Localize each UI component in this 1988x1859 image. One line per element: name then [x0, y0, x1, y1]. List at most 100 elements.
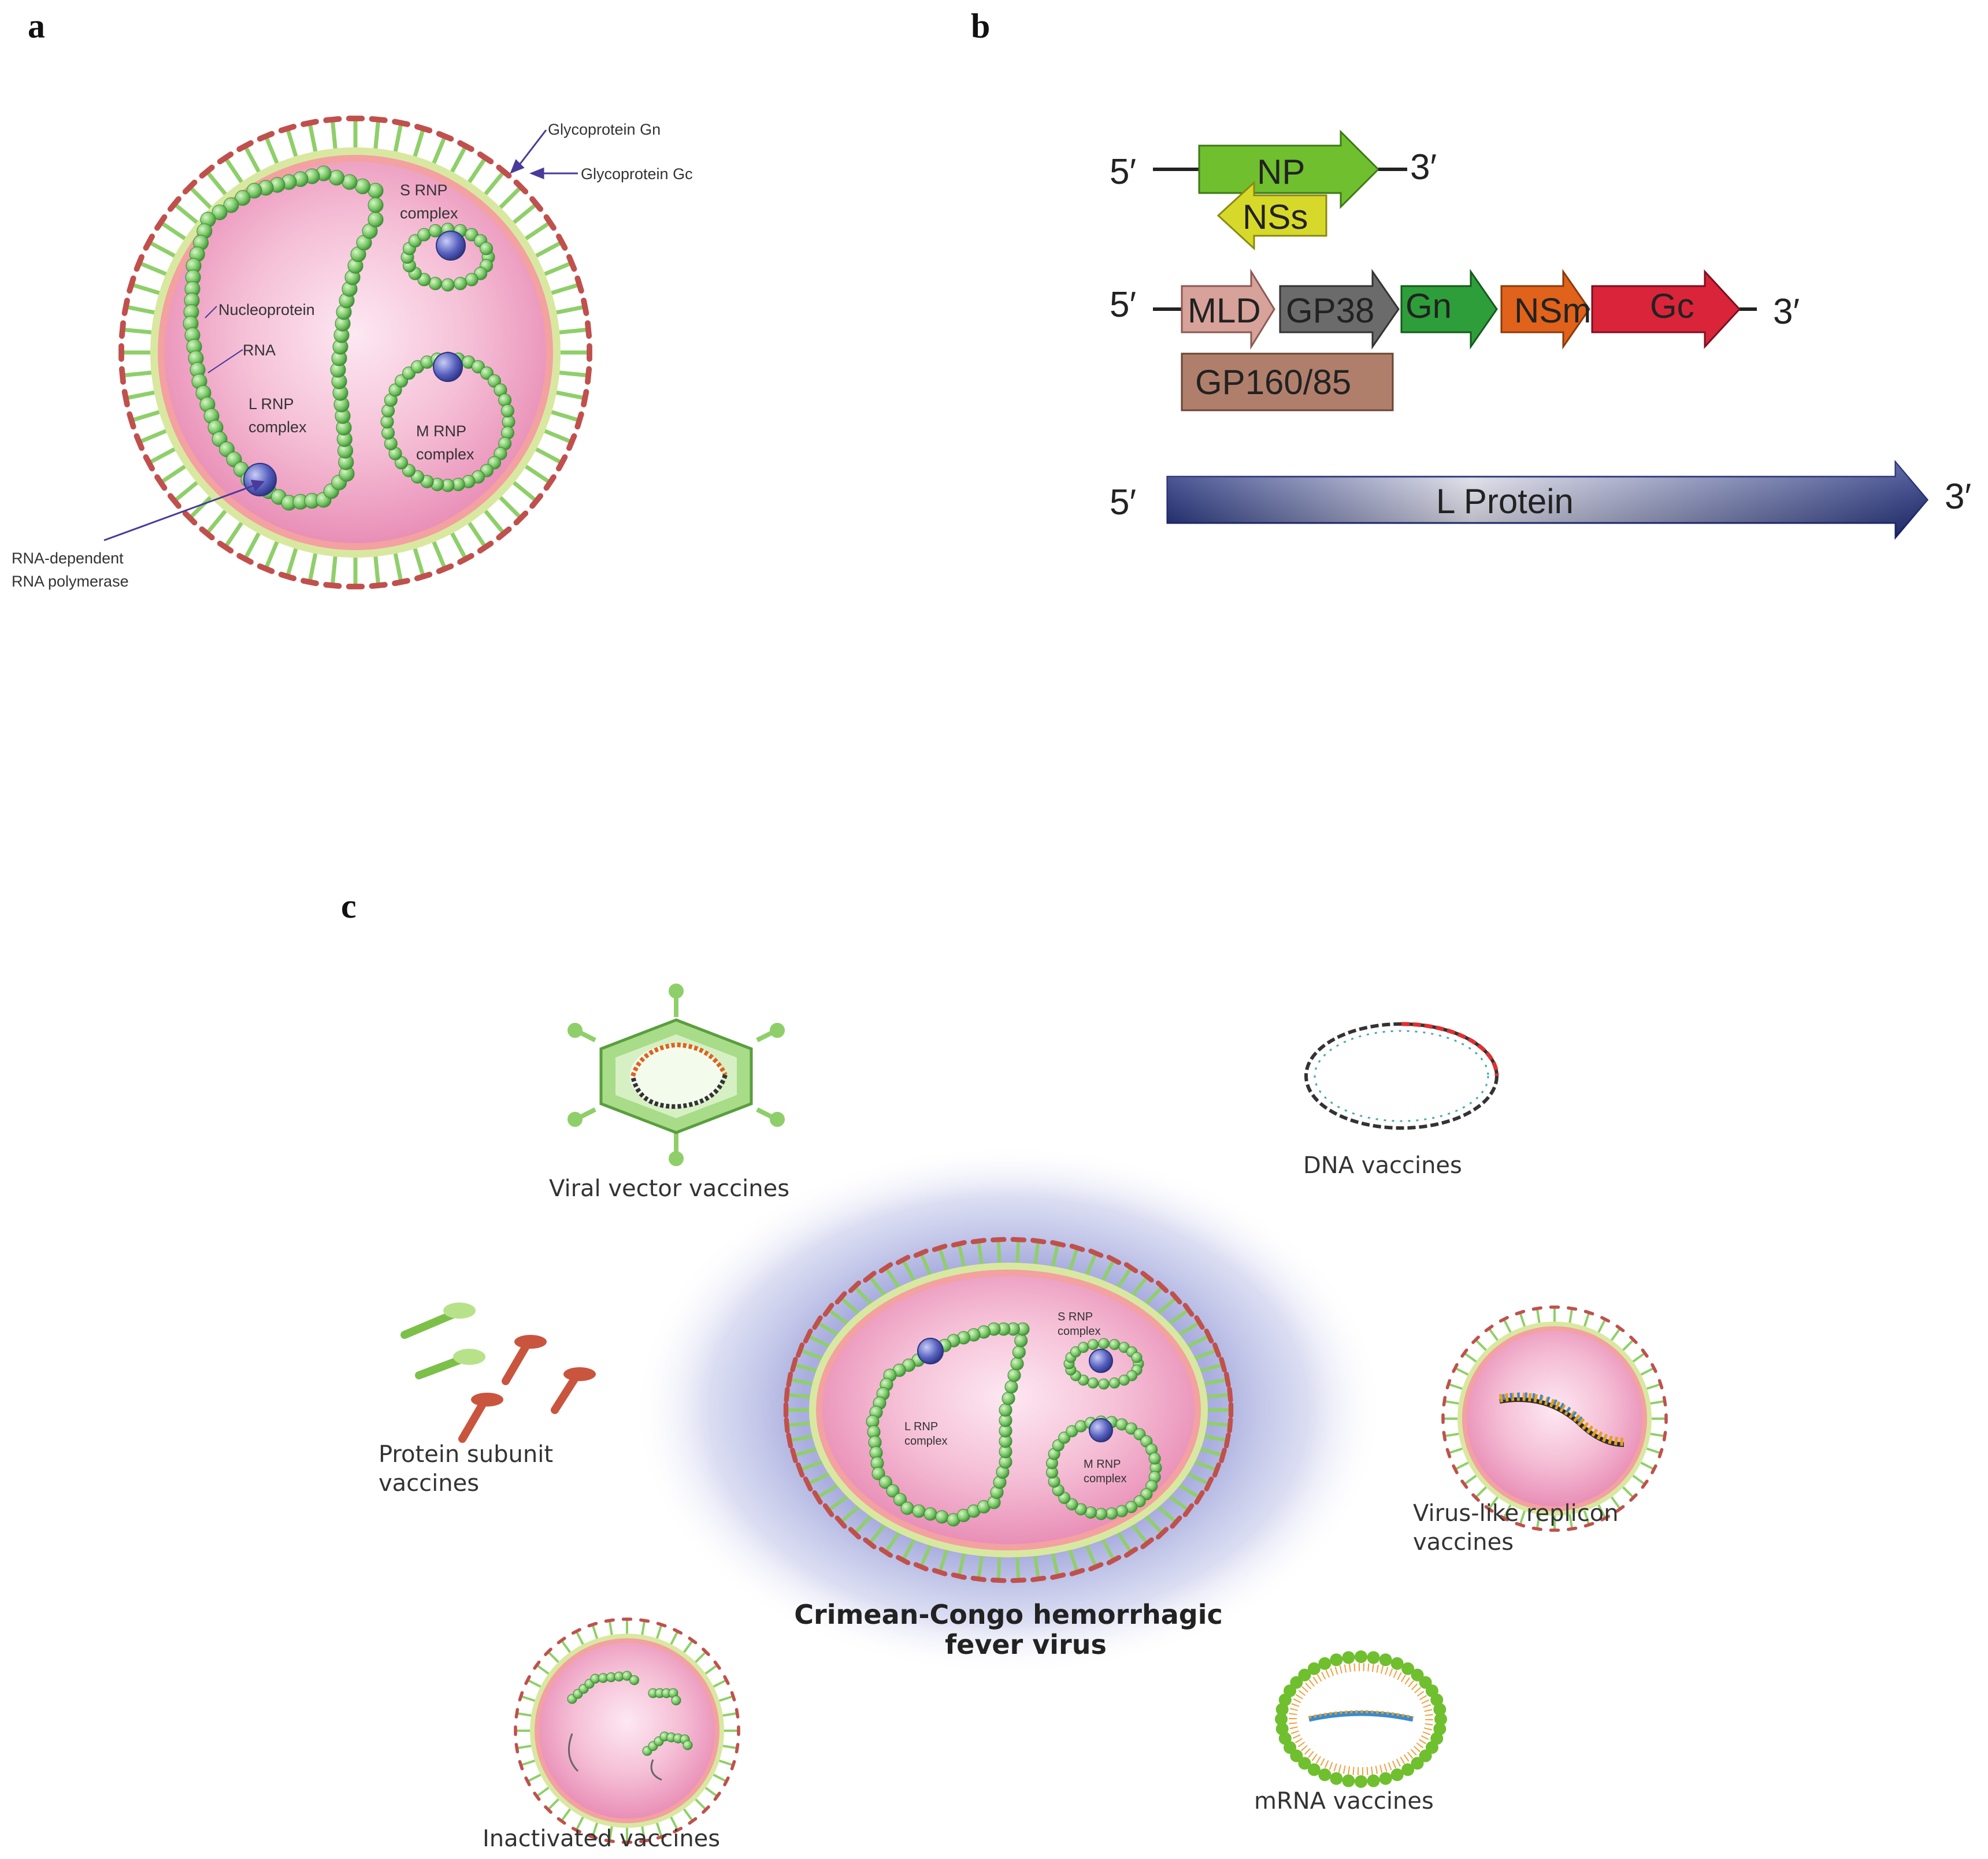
spike-head [477, 151, 494, 165]
spike-stalk [711, 1773, 727, 1783]
spike-head [1515, 1522, 1526, 1528]
spike-head [127, 275, 136, 294]
spike-stalk [1115, 1529, 1133, 1553]
spike-stalk [536, 1664, 551, 1676]
spike-stalk [1609, 1327, 1622, 1342]
spike-head [1583, 1522, 1594, 1528]
spike-head [236, 552, 254, 565]
nucleoprotein-bead [1007, 1368, 1021, 1382]
spike-head [1460, 1479, 1468, 1489]
spike-head [1088, 1562, 1104, 1572]
spike-stalk [1631, 1352, 1646, 1364]
rnp-complexes [183, 165, 515, 511]
polymerase [433, 352, 463, 382]
nucleoprotein-bead [1131, 1352, 1143, 1363]
spike-head [730, 1691, 736, 1702]
spike-head [951, 1240, 967, 1248]
spike-stalk [721, 1712, 737, 1717]
spike-stalk [533, 240, 563, 259]
spike-stalk [330, 119, 338, 152]
spike-stalk [1475, 1339, 1488, 1352]
spike-stalk [1621, 1339, 1634, 1352]
spike-stalk [1143, 1513, 1164, 1535]
spike-stalk [1645, 1447, 1661, 1454]
spike-stalk [556, 327, 589, 335]
spike-head [121, 298, 130, 316]
spike-head [496, 526, 512, 541]
spike-stalk [553, 305, 585, 316]
spike-stalk [816, 1482, 841, 1499]
spike-head [1170, 1515, 1182, 1529]
spike-stalk [482, 170, 506, 198]
spike-head [414, 572, 433, 581]
spike-head [786, 1433, 793, 1449]
spike-head [735, 1743, 740, 1754]
spike-stalk [173, 202, 201, 226]
spike-stalk [682, 1639, 694, 1654]
spike-head [932, 1244, 948, 1252]
spike-head [1615, 1505, 1625, 1513]
spike-stalk [1455, 1367, 1470, 1376]
spike-stalk [655, 1624, 663, 1641]
spike-head [1204, 1476, 1214, 1491]
spike-head [457, 140, 474, 153]
spike-stalk [840, 1504, 862, 1524]
spike-stalk [1535, 1512, 1541, 1529]
spike-head [1442, 1431, 1447, 1442]
spike-stalk [1535, 1308, 1541, 1325]
spike-head [513, 510, 529, 526]
spike-stalk [640, 1620, 646, 1637]
spike-head [1212, 1342, 1222, 1358]
center-l-rnp-2: complex [904, 1435, 947, 1448]
panel-a: a Glycoprotein Gn Glycoprotein Gc S RNP … [12, 7, 693, 590]
spike-stalk [517, 1712, 533, 1717]
spike-stalk [1475, 1485, 1488, 1498]
spike-stalk [560, 1639, 572, 1654]
spike-head [1531, 1526, 1542, 1531]
spike-head [571, 1827, 581, 1834]
s-three-prime: 3′ [1410, 147, 1437, 187]
spike-stalk [884, 1529, 902, 1553]
polymerase [436, 231, 466, 261]
nucleoprotein-bead [480, 242, 494, 255]
spike-stalk [556, 370, 589, 378]
spike-stalk [548, 283, 580, 296]
spike-stalk [977, 1241, 984, 1267]
nucleoprotein-bead [1109, 1377, 1121, 1389]
spike-stalk [1033, 1241, 1040, 1267]
spike-head [571, 1628, 581, 1635]
spike-stalk [522, 463, 551, 484]
lipid-head [1330, 1772, 1343, 1785]
m-five-prime: 5′ [1110, 285, 1136, 325]
spike-head [133, 433, 145, 451]
spike-stalk [1444, 1400, 1461, 1405]
spike-stalk [827, 1308, 851, 1327]
spike-head [702, 1805, 710, 1814]
spike-stalk [608, 1824, 614, 1841]
nucleoprotein-bead [1004, 1380, 1018, 1394]
spike-head [544, 1805, 552, 1814]
spike-stalk [938, 1247, 950, 1274]
polymerase [243, 463, 277, 496]
lipid-head [1367, 1774, 1380, 1787]
spike-stalk [1455, 1461, 1470, 1471]
spike-head [127, 411, 136, 430]
nucleoprotein-bead [1078, 1342, 1089, 1353]
spike-stalk [224, 157, 245, 185]
spike-head [834, 1291, 847, 1305]
spike-stalk [466, 520, 487, 548]
spike-stalk [1100, 1259, 1116, 1284]
spike-head [932, 1568, 948, 1576]
nucleoprotein-bead [368, 197, 384, 213]
spike-head [834, 1515, 847, 1529]
spike-head [656, 1834, 667, 1840]
spike-head [970, 1238, 987, 1245]
spike-head [673, 1628, 683, 1635]
center-s-rnp-2: complex [1058, 1325, 1100, 1338]
spike-head [154, 214, 168, 231]
lipid-head [1411, 1757, 1424, 1770]
spike-head [1629, 1493, 1638, 1502]
l-protein-label: L Protein [1436, 482, 1574, 521]
spike-head [1155, 1527, 1169, 1540]
spike-stalk [553, 389, 585, 400]
